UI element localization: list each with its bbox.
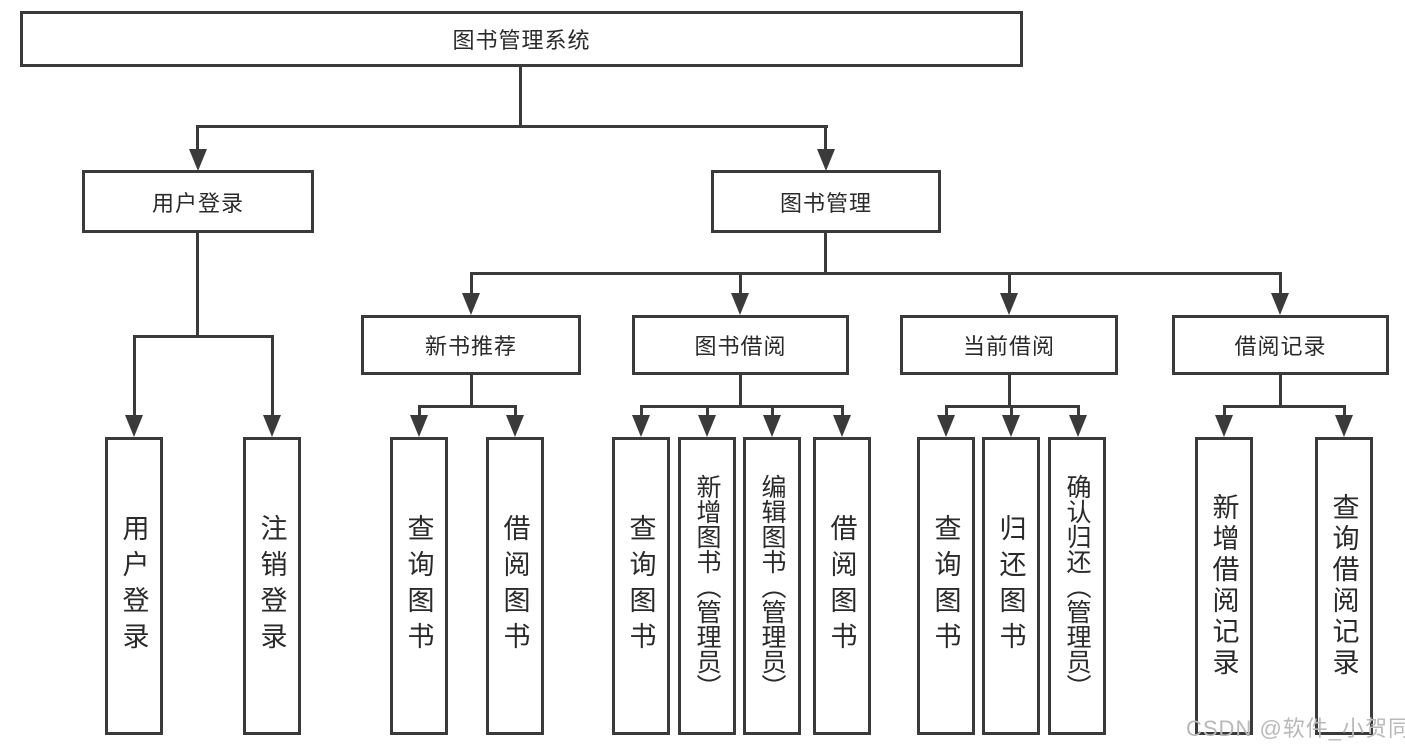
csdn-watermark: CSDN @软件_小贺同学 [1186,716,1405,741]
group-box-book-borrow: 图书借阅 [632,315,849,375]
connector-stub-leaf [1010,405,1013,416]
leaf-box-query-books-recommend: 查询图书 [390,437,448,735]
arrowhead-down-icon [1069,415,1087,437]
connector-stub-leaf [1223,405,1226,416]
leaf-box-return-books: 归还图书 [982,437,1040,735]
leaf-box-logout: 注销登录 [243,437,301,735]
connector-root-rail [197,125,828,128]
connector-group-rail [418,405,517,408]
arrowhead-down-icon [698,415,716,437]
arrowhead-down-icon [731,293,749,315]
arrowhead-down-icon [462,293,480,315]
connector-stub-leaf [706,405,709,416]
connector-root-trunk [519,67,522,128]
connector-stub-leaf [418,405,421,416]
arrowhead-down-icon [632,415,650,437]
connector-stub-group [470,272,473,294]
arrowhead-down-icon [1335,415,1353,437]
branch-box-book-management: 图书管理 [711,170,941,233]
arrowhead-down-icon [189,149,207,171]
connector-stub-leaf [1077,405,1080,416]
arrowhead-down-icon [506,415,524,437]
arrowhead-down-icon [1215,415,1233,437]
connector-stub-leaf [514,405,517,416]
arrowhead-down-icon [263,415,281,437]
arrowhead-down-icon [1002,415,1020,437]
arrowhead-down-icon [937,415,955,437]
root-box-library-system: 图书管理系统 [20,11,1023,67]
leaf-box-query-books-borrow: 查询图书 [612,437,670,735]
leaf-box-borrow-books: 借阅图书 [813,437,871,735]
connector-stub-group [1008,272,1011,294]
group-box-new-book-recommend: 新书推荐 [361,315,581,375]
arrowhead-down-icon [817,149,835,171]
connector-stub-leaf [771,405,774,416]
arrowhead-down-icon [1271,293,1289,315]
connector-group-trunk [1279,375,1282,405]
connector-stub-leaf [133,335,136,416]
arrowhead-down-icon [410,415,428,437]
leaf-box-user-login: 用户登录 [105,437,163,735]
connector-bookmgmt-trunk [824,233,827,272]
connector-group-trunk [739,375,742,405]
connector-group-rail [1223,405,1346,408]
connector-stub-group [1279,272,1282,294]
connector-group-trunk [470,375,473,405]
arrowhead-down-icon [125,415,143,437]
connector-group-trunk [1008,375,1011,405]
group-box-current-borrow: 当前借阅 [900,315,1118,375]
leaf-box-query-borrow-record: 查询借阅记录 [1315,437,1373,735]
leaf-box-add-borrow-record: 新增借阅记录 [1195,437,1253,735]
leaf-box-edit-books-admin: 编辑图书（管理员） [743,437,801,735]
leaf-box-borrow-books-recommend: 借阅图书 [486,437,544,735]
group-box-borrow-records: 借阅记录 [1172,315,1389,375]
leaf-box-query-books-current: 查询图书 [917,437,975,735]
connector-userlogin-rail [133,335,274,338]
arrowhead-down-icon [833,415,851,437]
connector-stub-leaf [1343,405,1346,416]
leaf-box-confirm-return-admin: 确认归还（管理员） [1048,437,1106,735]
connector-stub-leaf [841,405,844,416]
connector-stub-leaf [271,335,274,416]
connector-stub-user-login [196,125,199,152]
connector-stub-group [739,272,742,294]
connector-stub-leaf [640,405,643,416]
arrowhead-down-icon [763,415,781,437]
connector-bookmgmt-rail [470,272,1282,275]
connector-stub-leaf [945,405,948,416]
branch-box-user-login: 用户登录 [82,170,314,233]
arrowhead-down-icon [1000,293,1018,315]
connector-stub-book-mgmt [824,125,827,152]
connector-group-rail [640,405,844,408]
connector-userlogin-trunk [196,233,199,335]
leaf-box-add-books-admin: 新增图书（管理员） [678,437,736,735]
